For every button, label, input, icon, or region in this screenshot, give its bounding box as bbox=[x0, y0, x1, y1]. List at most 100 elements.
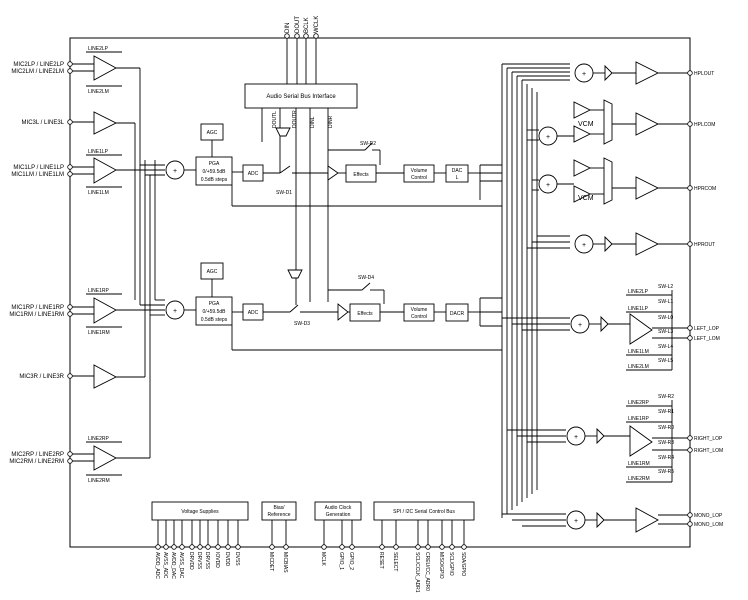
volume-right: Volume Control bbox=[403, 303, 435, 322]
agc-left: AGC bbox=[200, 123, 224, 141]
pin-dout: DOUT bbox=[294, 16, 301, 84]
svg-text:+: + bbox=[574, 518, 578, 525]
dac-left: DAC L bbox=[445, 164, 469, 183]
switch-label: SW-L4 bbox=[658, 344, 673, 350]
pin-bclk: BCLK bbox=[303, 17, 310, 84]
bias-reference-block: Bias/ Reference bbox=[261, 501, 297, 521]
block-label: PGA bbox=[209, 161, 220, 167]
svg-text:+: + bbox=[578, 322, 582, 329]
pin-label: MIC2LM / LINE2LM bbox=[11, 69, 64, 75]
voltage-supplies-block: Voltage Supplies bbox=[151, 501, 249, 521]
pin-wclk: WCLK bbox=[313, 16, 320, 84]
switch-label: SW-R3 bbox=[658, 440, 674, 446]
routing-bus bbox=[501, 64, 538, 518]
svg-text:CREU/CC_ADR0: CREU/CC_ADR0 bbox=[424, 552, 430, 591]
svg-text:AVSS_DAC: AVSS_DAC bbox=[178, 552, 184, 579]
svg-text:GPIO_2: GPIO_2 bbox=[348, 552, 354, 570]
adc-left: ADC bbox=[242, 164, 264, 182]
agc-right: AGC bbox=[200, 262, 224, 280]
block-label: Audio Clock bbox=[325, 505, 352, 511]
switch-label: SW-D4 bbox=[358, 275, 374, 281]
bottom-pin: DVSS bbox=[234, 520, 241, 566]
block-label: Audio Serial Bus Interface bbox=[266, 94, 336, 100]
svg-text:DVSS: DVSS bbox=[234, 552, 240, 566]
switch-label: SW-R2 bbox=[658, 394, 674, 400]
pin-label: MIC1LM / LINE1LM bbox=[11, 172, 64, 178]
input-mic2l: MIC2LP / LINE2LP MIC2LM / LINE2LM LINE2L… bbox=[11, 46, 140, 95]
svg-text:+: + bbox=[173, 308, 177, 315]
pin-label: MIC3L / LINE3L bbox=[22, 120, 65, 126]
internal-label: LINE2LM bbox=[88, 89, 109, 95]
svg-text:MCLK: MCLK bbox=[320, 552, 326, 567]
audio-clock-block: Audio Clock Generation bbox=[314, 501, 362, 521]
pin-label: MIC3R / LINE3R bbox=[19, 374, 64, 380]
block-label: Generation bbox=[326, 512, 351, 518]
svg-text:DRVSS: DRVSS bbox=[196, 552, 202, 570]
bottom-pin: MCLK bbox=[320, 520, 327, 567]
chip-boundary bbox=[69, 37, 691, 548]
bottom-pin: GPIO_2 bbox=[348, 520, 355, 570]
pin-label-mono-lop: MONO_LOP bbox=[694, 513, 723, 519]
internal-label: LINE2LP bbox=[628, 289, 649, 295]
volume-left: Volume Control bbox=[403, 164, 435, 183]
bottom-pins: AVDD_ADC AVSS_ADC AVDD_DAC AVSS_DAC DRVD… bbox=[154, 520, 467, 593]
bottom-pin: CREU/CC_ADR0 bbox=[424, 520, 431, 591]
vcm-label: VCM bbox=[578, 121, 594, 128]
bus-label-dinl: DINL bbox=[310, 116, 316, 128]
switch-label: SW-R5 bbox=[658, 469, 674, 475]
svg-text:GPIO_1: GPIO_1 bbox=[338, 552, 344, 570]
block-label: DACR bbox=[450, 311, 465, 317]
switch-label: SW-L1 bbox=[658, 299, 673, 305]
block-label: Control bbox=[411, 175, 427, 181]
right-lo-path: + RIGHT_LOP RIGHT_LOM LINE2RP LINE1RP LI… bbox=[507, 394, 723, 483]
bottom-pin: AVSS_ADC bbox=[162, 520, 169, 579]
effects-right: Effects bbox=[349, 303, 381, 322]
mux-doutr bbox=[287, 269, 303, 279]
internal-label: LINE1RM bbox=[628, 461, 650, 467]
block-label: DAC bbox=[452, 168, 463, 174]
input-mic2r: MIC2RP / LINE2RP MIC2RM / LINE2RM LINE2R… bbox=[9, 436, 150, 484]
bus-label-doutr: DOUTR bbox=[292, 110, 298, 128]
svg-text:+: + bbox=[546, 182, 550, 189]
pin-label-right-lom: RIGHT_LOM bbox=[694, 448, 723, 454]
mux-doutl bbox=[275, 127, 291, 137]
hprcom-path: VCM + HPRCOM bbox=[538, 157, 716, 205]
dac-right: DACR bbox=[445, 303, 469, 322]
block-label: AGC bbox=[207, 269, 218, 275]
svg-text:+: + bbox=[582, 242, 586, 249]
pin-label: MIC1RM / LINE1RM bbox=[9, 312, 64, 318]
bus-label-doutl: DOUTL bbox=[272, 111, 278, 128]
internal-label: LINE1LM bbox=[628, 349, 649, 355]
internal-label: LINE1RP bbox=[88, 288, 110, 294]
block-label: 0.5dB steps bbox=[201, 317, 228, 323]
bottom-pin: AVDD_ADC bbox=[154, 520, 161, 579]
input-mic1r: MIC1RP / LINE1RP MIC1RM / LINE1RM LINE1R… bbox=[9, 288, 165, 336]
bottom-pin: DRVSS bbox=[196, 520, 203, 570]
block-label: ADC bbox=[248, 310, 259, 316]
left-lo-path: + LEFT_LOP LEFT_LOM LINE2LP LINE1LP LINE… bbox=[502, 284, 720, 371]
svg-text:DRVSS: DRVSS bbox=[204, 552, 210, 570]
pin-label-left-lop: LEFT_LOP bbox=[694, 326, 720, 332]
pin-label: DOUT bbox=[295, 16, 301, 33]
svg-text:AVDD_ADC: AVDD_ADC bbox=[154, 552, 160, 579]
pin-label-hprcom: HPRCOM bbox=[694, 186, 716, 192]
switch-label: SW-L3 bbox=[658, 329, 673, 335]
block-label: 0/+59.5dB bbox=[203, 169, 227, 175]
bottom-pin: RESET bbox=[378, 520, 385, 569]
svg-text:RESET: RESET bbox=[378, 552, 384, 569]
block-label: SPI / I2C Serial Control Bus bbox=[393, 509, 455, 515]
bottom-pin: MISO/GPIO bbox=[438, 520, 445, 579]
vcm-label: VCM bbox=[578, 195, 594, 202]
block-label: PGA bbox=[209, 301, 220, 307]
sum-left-adc: + bbox=[165, 160, 185, 180]
internal-label: LINE2RP bbox=[88, 436, 110, 442]
bottom-pin: GPIO_1 bbox=[338, 520, 345, 570]
pin-label-left-lom: LEFT_LOM bbox=[694, 336, 720, 342]
block-label: Volume bbox=[411, 307, 428, 313]
svg-text:AVDD_DAC: AVDD_DAC bbox=[170, 552, 176, 579]
block-label: Volume bbox=[411, 168, 428, 174]
audio-serial-bus-interface: Audio Serial Bus Interface bbox=[244, 83, 358, 109]
block-label: Effects bbox=[353, 172, 369, 178]
bottom-pin: AVSS_DAC bbox=[178, 520, 185, 579]
bottom-pin: SCL/CCLK_ADR1 bbox=[414, 520, 421, 593]
